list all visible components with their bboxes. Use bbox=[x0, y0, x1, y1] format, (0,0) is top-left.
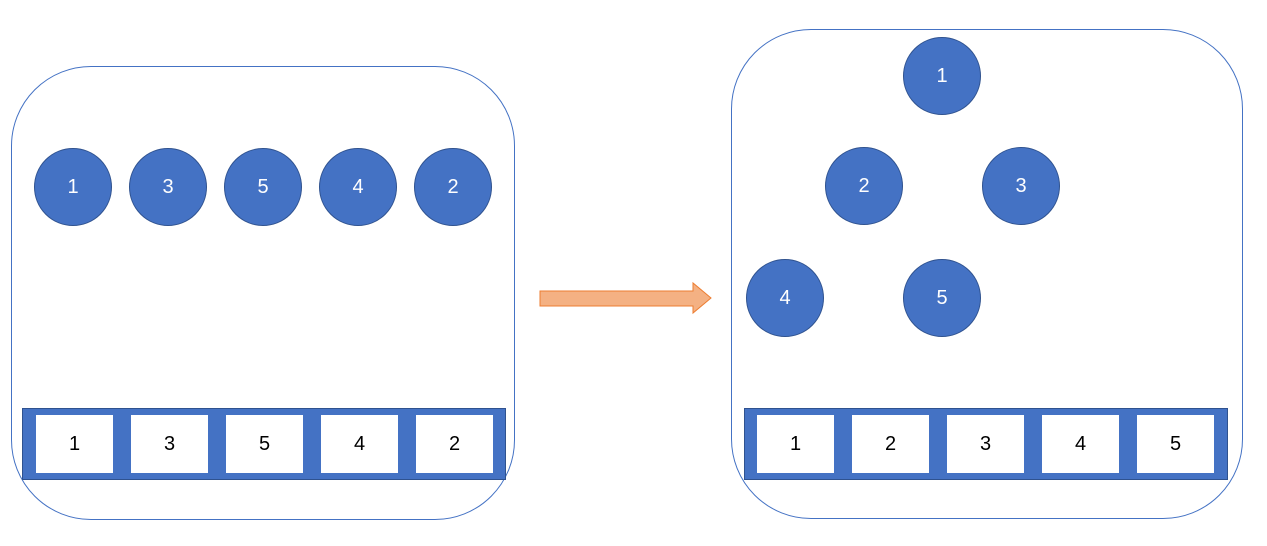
left-array: 1 3 5 4 2 bbox=[22, 408, 506, 480]
tree-node-left-child: 2 bbox=[825, 147, 903, 225]
tree-node-root: 1 bbox=[903, 37, 981, 115]
left-node-2: 3 bbox=[129, 148, 207, 226]
left-node-5: 2 bbox=[414, 148, 492, 226]
left-array-cell-3: 5 bbox=[226, 415, 303, 473]
left-node-4: 4 bbox=[319, 148, 397, 226]
right-array-cell-1: 1 bbox=[757, 415, 834, 473]
right-arrow-icon bbox=[539, 281, 712, 315]
right-array-cell-4: 4 bbox=[1042, 415, 1119, 473]
left-node-3: 5 bbox=[224, 148, 302, 226]
left-array-cell-1: 1 bbox=[36, 415, 113, 473]
left-array-cell-5: 2 bbox=[416, 415, 493, 473]
right-array-cell-2: 2 bbox=[852, 415, 929, 473]
tree-node-right-child: 3 bbox=[982, 147, 1060, 225]
tree-node-left-right: 5 bbox=[903, 259, 981, 337]
tree-node-left-left: 4 bbox=[746, 259, 824, 337]
right-array-cell-3: 3 bbox=[947, 415, 1024, 473]
left-array-cell-2: 3 bbox=[131, 415, 208, 473]
left-array-cell-4: 4 bbox=[321, 415, 398, 473]
right-array-cell-5: 5 bbox=[1137, 415, 1214, 473]
left-node-1: 1 bbox=[34, 148, 112, 226]
right-array: 1 2 3 4 5 bbox=[744, 408, 1228, 480]
